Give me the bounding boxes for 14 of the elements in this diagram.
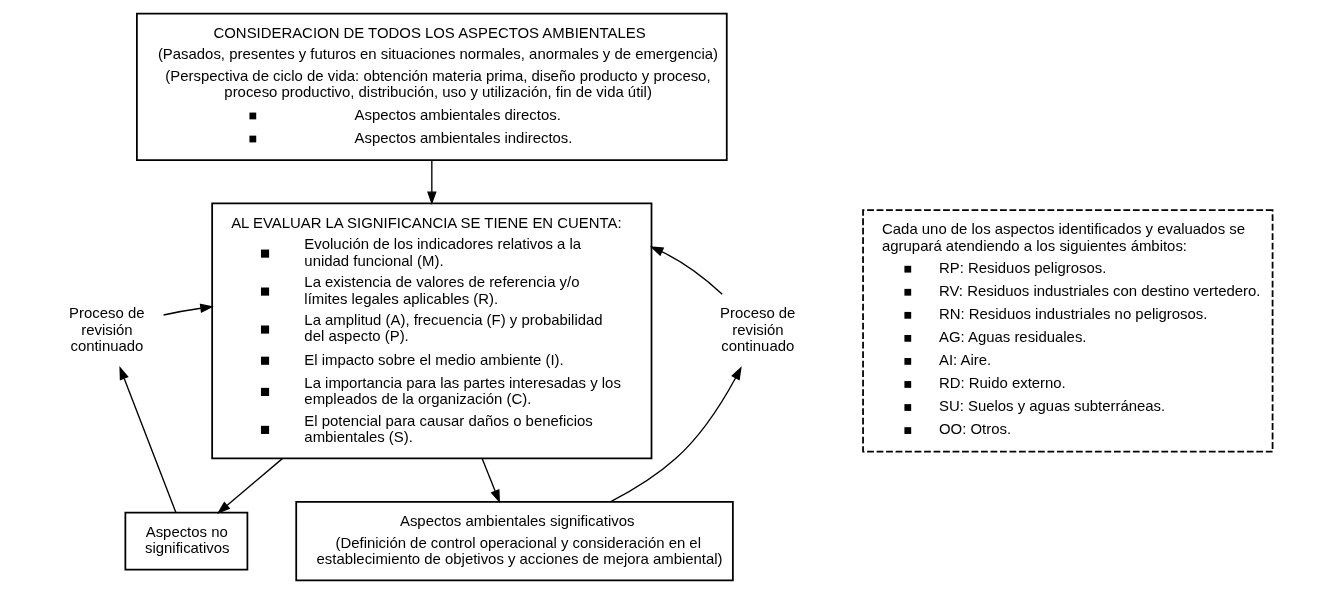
arrow	[119, 366, 177, 514]
node-box: AL EVALUAR LA SIGNIFICANCIA SE TIENE EN CUENTA: Evolución de los indicadores relativos a la unidad funcional (M). La existencia de valores de referencia y/o límites legales aplicables (R). La amplitud (A), frecuencia (F) y probabilidad del aspecto (P). El impacto sobre el medio ambiente (I). La importancia para las partes interesadas y los empleados de la organización (C). El potencial para causar daños o beneficios ambientales (S).	[211, 202, 653, 460]
arrow	[427, 159, 437, 206]
node-box: CONSIDERACION DE TODOS LOS ASPECTOS AMBIENTALES (Pasados, presentes y futuros en situaciones normales, anormales y de emergencia) (Perspectiva de ciclo de vida: obtención materia prima, diseño producto y proceso, proceso productivo, distribución, uso y utilización, fin de vida útil) Aspectos ambientales directos. Aspectos ambientales indirectos.	[136, 12, 728, 161]
arrow	[649, 246, 723, 295]
arrow	[216, 457, 283, 514]
arrow	[162, 303, 214, 316]
node-text: Proceso de revisión continuado	[719, 305, 796, 354]
arrow	[481, 458, 501, 504]
node-text: Proceso de revisión continuado	[69, 305, 145, 354]
node-box: Cada uno de los aspectos identificados y evaluados se agrupará atendiendo a los siguientes ámbitos: RP: Residuos peligrosos. RV: Residuos industriales con destino vertedero. RN: Residuos industriales no peligrosos. AG: Aguas residuales. AI: Aire. RD: Ruido externo. SU: Suelos y aguas subterráneas. OO: Otros.	[862, 209, 1274, 453]
arrow	[610, 366, 742, 503]
node-box: Aspectos no significativos	[124, 511, 249, 571]
node-box: Aspectos ambientales significativos (Definición de control operacional y consideración en el establecimiento de objetivos y acciones de mejora ambiental)	[295, 500, 734, 582]
